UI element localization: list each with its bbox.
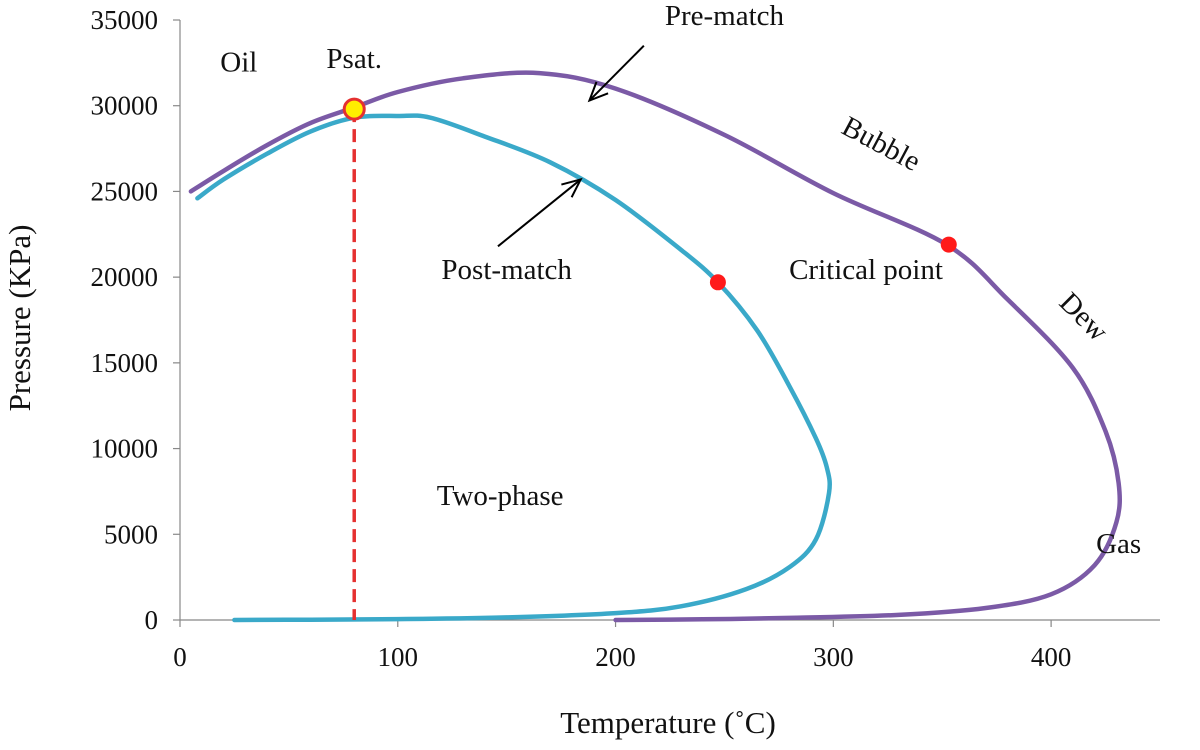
x-tick-label: 100 bbox=[378, 642, 419, 672]
y-tick-label: 25000 bbox=[91, 176, 159, 206]
x-tick-label: 0 bbox=[173, 642, 187, 672]
arrow-head bbox=[561, 177, 583, 198]
point-marker bbox=[940, 236, 957, 253]
annotation-bubble: Bubble bbox=[837, 110, 926, 178]
critical-point-marker bbox=[709, 274, 726, 291]
y-tick-label: 20000 bbox=[91, 262, 159, 292]
y-tick-label: 30000 bbox=[91, 91, 159, 121]
axes: 0 5000 10000 15000 20000 25000 30000 35000 0 100 2… bbox=[91, 5, 1160, 672]
pre-match-curve bbox=[188, 70, 1122, 623]
x-axis-title: Temperature (˚C) bbox=[560, 705, 776, 740]
annotation-oil: Oil bbox=[220, 46, 257, 78]
psat-marker bbox=[342, 97, 366, 121]
y-tick-label: 35000 bbox=[91, 5, 159, 35]
y-tick-label: 10000 bbox=[91, 434, 159, 464]
curves bbox=[188, 70, 1122, 623]
x-tick-label: 300 bbox=[813, 642, 854, 672]
annotation-critical-point: Critical point bbox=[789, 254, 943, 286]
arrow-shaft bbox=[588, 45, 645, 102]
x-tick-label: 400 bbox=[1031, 642, 1072, 672]
y-axis-title: Pressure (KPa) bbox=[2, 225, 37, 412]
markers bbox=[342, 97, 957, 620]
annotation-gas: Gas bbox=[1096, 528, 1141, 560]
annotation-dew: Dew bbox=[1053, 286, 1114, 347]
y-tick-label: 5000 bbox=[104, 519, 158, 549]
y-tick-label: 0 bbox=[145, 605, 159, 635]
annotation-post-match: Post-match bbox=[441, 254, 572, 286]
annotation-pre-match: Pre-match bbox=[665, 0, 785, 32]
arrow-shaft bbox=[497, 178, 582, 248]
arrow-head bbox=[587, 81, 609, 103]
annotation-psat: Psat. bbox=[326, 43, 382, 75]
annotation-two-phase: Two-phase bbox=[437, 480, 564, 512]
x-tick-label: 200 bbox=[595, 642, 636, 672]
post-match-curve bbox=[195, 113, 832, 623]
y-tick-label: 15000 bbox=[91, 348, 159, 378]
